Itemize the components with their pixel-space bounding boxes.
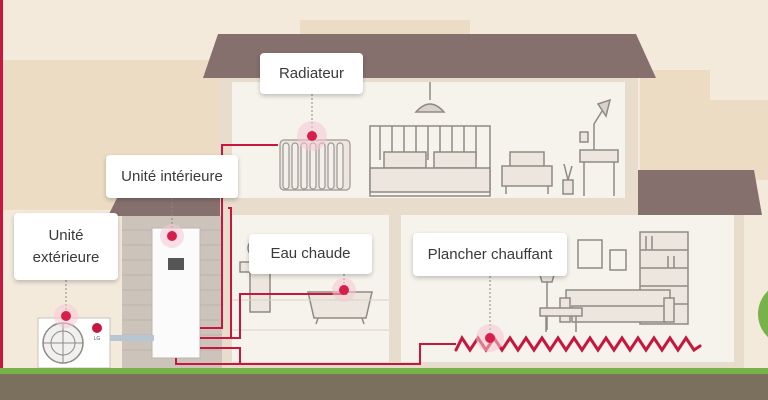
radiator-label[interactable]: Radiateur bbox=[260, 53, 363, 94]
side-table-icon bbox=[539, 307, 583, 332]
radiator-hotspot[interactable] bbox=[297, 121, 327, 151]
radiator-icon bbox=[279, 139, 351, 191]
hot-water-hotspot[interactable] bbox=[332, 278, 356, 302]
indoor-unit-icon bbox=[151, 227, 201, 359]
ground bbox=[0, 374, 768, 400]
right-annex-roof bbox=[636, 170, 762, 215]
grass-strip bbox=[0, 368, 768, 374]
outdoor-unit-hotspot[interactable] bbox=[54, 304, 78, 328]
bathroom-tiles bbox=[232, 299, 389, 331]
lg-brand-text: LG bbox=[94, 336, 101, 342]
armchair-icon bbox=[501, 151, 553, 194]
tree-icon bbox=[758, 290, 768, 338]
indoor-unit-hotspot[interactable] bbox=[160, 224, 184, 248]
outdoor-unit-label[interactable]: Unité extérieure bbox=[14, 213, 118, 280]
sofa-icon bbox=[559, 289, 675, 323]
left-edge-accent bbox=[0, 0, 3, 370]
bed-icon bbox=[369, 125, 491, 197]
pendant-lamp-icon bbox=[414, 82, 446, 113]
picture-frame-icon bbox=[577, 239, 627, 271]
floor-heating-label[interactable]: Plancher chauffant bbox=[413, 233, 567, 276]
unit-connecting-pipe bbox=[110, 335, 154, 341]
plant-icon bbox=[562, 163, 574, 195]
indoor-unit-label[interactable]: Unité intérieure bbox=[106, 155, 238, 198]
desk-lamp-icon bbox=[579, 98, 619, 196]
outdoor-unit-icon: LG bbox=[37, 317, 111, 369]
lg-logo-icon bbox=[92, 323, 102, 333]
bathtub-icon bbox=[307, 291, 373, 325]
hot-water-label[interactable]: Eau chaude bbox=[249, 234, 372, 274]
floor-heating-hotspot[interactable] bbox=[476, 324, 504, 352]
left-annex-roof bbox=[108, 196, 222, 216]
